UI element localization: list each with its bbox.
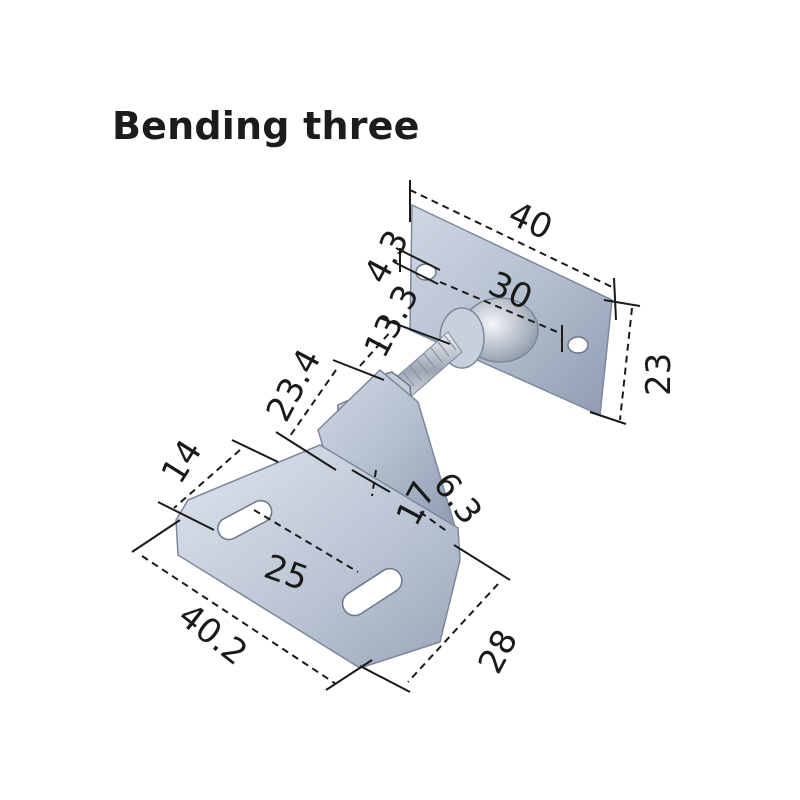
dim-upright-height: 23.4: [259, 343, 330, 429]
diagram-title: Bending three: [112, 104, 420, 148]
plate-hole-right: [567, 336, 589, 354]
dimension-lines: [131, 180, 641, 693]
slot-right: [341, 567, 403, 617]
dim-top-plate-width: 40: [502, 194, 558, 249]
slot-left: [217, 499, 273, 541]
dim-base-width: 28: [471, 623, 527, 680]
dim-hole-diameter: 4.3: [357, 224, 418, 291]
boss-cylinder: [439, 297, 539, 369]
dim-base-length: 40.2: [170, 596, 254, 674]
base-bracket: [175, 368, 461, 669]
dim-top-plate-height: 23: [639, 353, 679, 396]
